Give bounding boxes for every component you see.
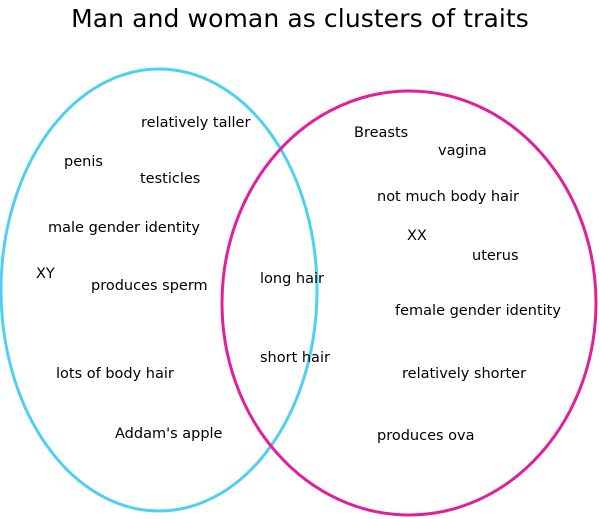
right-trait-vagina: vagina [438,143,487,159]
left-trait-testicles: testicles [140,171,201,187]
right-ellipse [220,89,598,517]
left-trait-male-gender-identity: male gender identity [48,220,200,236]
right-trait-not-much-body-hair: not much body hair [377,189,519,205]
diagram-title: Man and woman as clusters of traits [71,4,529,33]
right-trait-relatively-shorter: relatively shorter [402,366,527,382]
right-trait-female-gender-identity: female gender identity [395,303,561,319]
left-trait-relatively-taller: relatively taller [141,115,251,131]
right-trait-produces-ova: produces ova [377,428,475,444]
left-ellipse [0,67,319,513]
shared-trait-long-hair: long hair [260,271,324,287]
left-trait-xy: XY [36,266,55,282]
right-trait-breasts: Breasts [354,125,409,141]
shared-trait-short-hair: short hair [260,350,330,366]
left-trait-addams-apple: Addam's apple [115,426,223,442]
left-trait-penis: penis [64,154,103,170]
right-trait-uterus: uterus [472,248,519,264]
left-trait-lots-of-body-hair: lots of body hair [56,366,174,382]
right-trait-xx: XX [407,228,427,244]
left-trait-produces-sperm: produces sperm [91,278,208,294]
